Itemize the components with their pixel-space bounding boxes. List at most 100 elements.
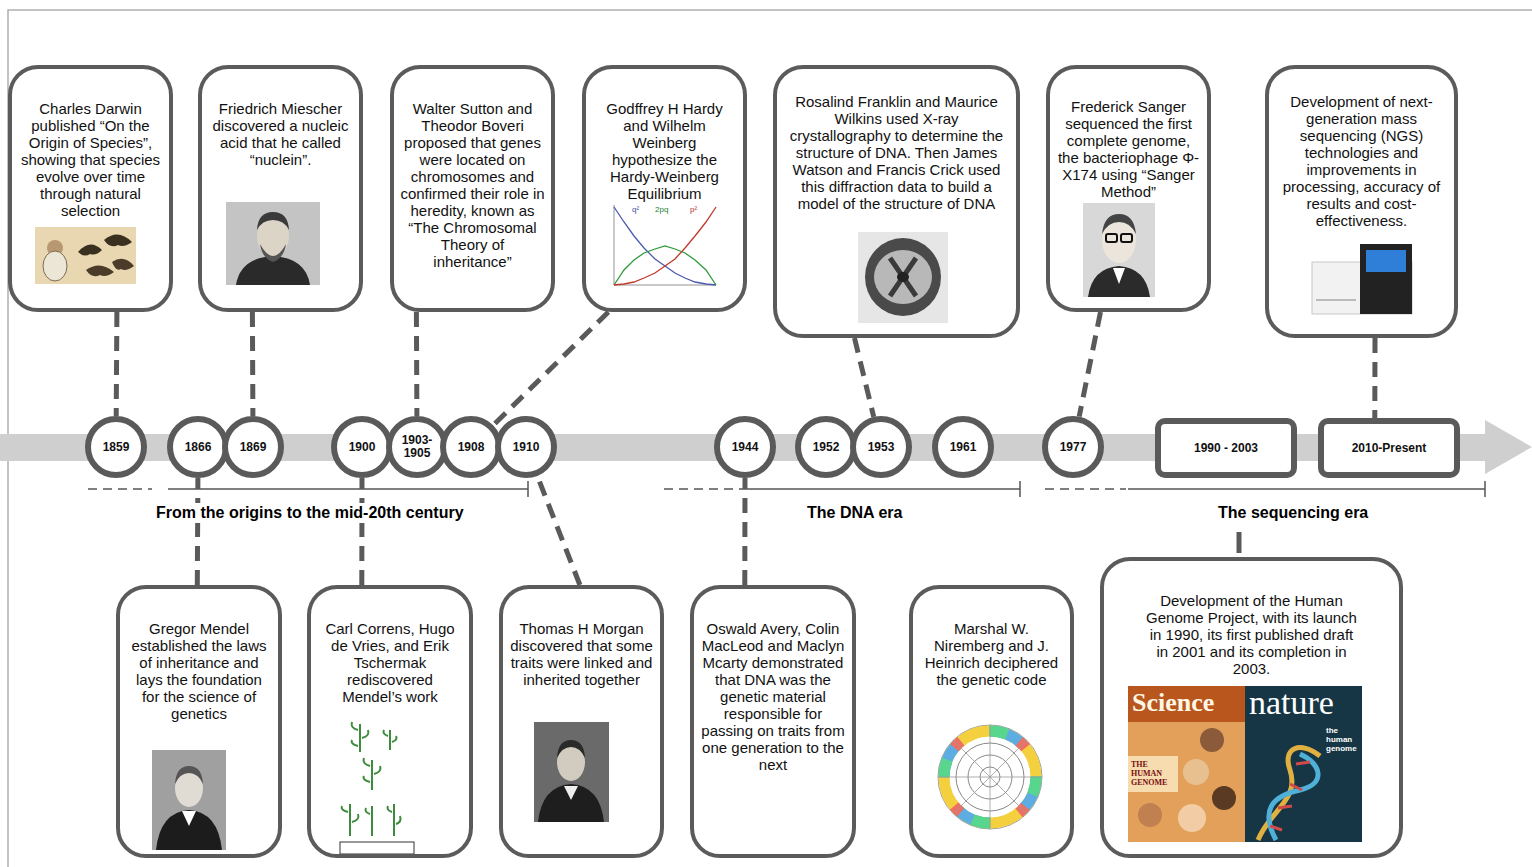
event-text: Walter Sutton and Theodor Boveri propose… bbox=[394, 100, 551, 270]
portrait-beard bbox=[260, 244, 286, 262]
event-box: Development of next-generation mass sequ… bbox=[1265, 65, 1458, 338]
bat-wing bbox=[86, 265, 114, 276]
portrait-glasses bbox=[1121, 234, 1132, 242]
year-circle: 1910 bbox=[495, 416, 557, 478]
event-box: Godffrey H Hardy and Wilhelm Weinberg hy… bbox=[582, 65, 747, 312]
xray-ring bbox=[874, 250, 932, 304]
year-text: 1903- 1905 bbox=[393, 434, 441, 460]
miescher-portrait bbox=[226, 202, 320, 285]
event-box: Charles Darwin published “On the Origin … bbox=[8, 65, 173, 312]
event-text: Marshal W. Niremberg and J. Heinrich dec… bbox=[913, 620, 1070, 688]
year-text: 1859 bbox=[103, 441, 130, 454]
year-text: 1952 bbox=[813, 441, 840, 454]
darwin-picture bbox=[35, 227, 136, 284]
event-box: Thomas H Morgan discovered that some tra… bbox=[499, 585, 664, 858]
cover-face bbox=[1183, 759, 1209, 785]
xray-cross bbox=[890, 258, 916, 296]
year-circle: 1952 bbox=[795, 416, 857, 478]
chart-legend: 2pq bbox=[655, 205, 668, 214]
cover-title-panel bbox=[1128, 756, 1178, 792]
year-period-box: 2010-Present bbox=[1318, 418, 1460, 478]
dashed-connector bbox=[537, 476, 580, 585]
cover-masthead: nature bbox=[1249, 684, 1334, 722]
event-text: Frederick Sanger sequenced the first com… bbox=[1050, 98, 1207, 200]
portrait-hair bbox=[257, 212, 289, 230]
cover-helix bbox=[1269, 754, 1318, 840]
year-text: 2010-Present bbox=[1352, 442, 1427, 455]
year-circle: 1903- 1905 bbox=[386, 416, 448, 478]
year-text: 1900 bbox=[349, 441, 376, 454]
year-text: 1990 - 2003 bbox=[1194, 442, 1258, 455]
year-circle: 1944 bbox=[714, 416, 776, 478]
codon-wheel bbox=[938, 725, 1042, 829]
timeline-arrowhead bbox=[1485, 420, 1532, 474]
event-text: Charles Darwin published “On the Origin … bbox=[12, 100, 169, 219]
codon-dividers bbox=[938, 725, 1042, 829]
year-text: 1869 bbox=[240, 441, 267, 454]
curve-q2 bbox=[614, 207, 716, 285]
portrait-beard bbox=[43, 251, 67, 281]
sequencer-slot bbox=[1316, 299, 1356, 301]
year-circle: 1953 bbox=[850, 416, 912, 478]
era-label: The DNA era bbox=[803, 503, 906, 523]
cover-face bbox=[1178, 804, 1206, 832]
xray-center bbox=[897, 272, 909, 282]
chart-ground bbox=[606, 201, 724, 293]
year-circle: 1961 bbox=[932, 416, 994, 478]
mendel-portrait bbox=[152, 750, 226, 850]
event-text: Thomas H Morgan discovered that some tra… bbox=[503, 620, 660, 688]
xray-picture bbox=[858, 232, 948, 323]
cover-face bbox=[1200, 728, 1224, 752]
bat-wing bbox=[104, 234, 132, 246]
year-text: 1944 bbox=[732, 441, 759, 454]
dashed-connector bbox=[855, 338, 874, 417]
chart-legend: p² bbox=[690, 205, 697, 214]
year-circle: 1977 bbox=[1042, 416, 1104, 478]
year-text: 1961 bbox=[950, 441, 977, 454]
year-circle: 1900 bbox=[331, 416, 393, 478]
portrait-collar bbox=[564, 786, 578, 800]
era-label: The sequencing era bbox=[1214, 503, 1372, 523]
dashed-connector bbox=[1079, 312, 1100, 417]
pea-drawing bbox=[335, 722, 418, 858]
dashed-connector bbox=[114, 312, 120, 416]
leader-line bbox=[1237, 532, 1242, 553]
portrait-hair bbox=[175, 766, 203, 784]
year-text: 1953 bbox=[868, 441, 895, 454]
year-circle: 1869 bbox=[222, 416, 284, 478]
event-box: Oswald Avery, Colin MacLeod and Maclyn M… bbox=[690, 585, 856, 858]
cover-title: THE HUMAN GENOME bbox=[1131, 760, 1177, 787]
portrait-collar bbox=[1113, 268, 1125, 284]
event-text: Development of next-generation mass sequ… bbox=[1269, 93, 1454, 229]
event-box: Walter Sutton and Theodor Boveri propose… bbox=[390, 65, 555, 312]
morgan-portrait bbox=[534, 722, 609, 822]
year-circle: 1866 bbox=[167, 416, 229, 478]
sequencer-screen bbox=[1366, 250, 1406, 272]
dashed-connector bbox=[742, 478, 747, 585]
cover-helix bbox=[1258, 748, 1320, 840]
science-cover bbox=[1128, 686, 1245, 842]
cover-face bbox=[1212, 786, 1236, 810]
cover-masthead bbox=[1128, 686, 1245, 722]
event-text: Rosalind Franklin and Maurice Wilkins us… bbox=[777, 93, 1016, 212]
sequencer-panel bbox=[1360, 244, 1412, 314]
year-circle: 1908 bbox=[440, 416, 502, 478]
year-circle: 1859 bbox=[85, 416, 147, 478]
event-text: Development of the Human Genome Project,… bbox=[1104, 592, 1399, 677]
portrait-hair bbox=[557, 740, 585, 758]
event-box: Friedrich Miescher discovered a nucleic … bbox=[198, 65, 363, 312]
chart-legend: q² bbox=[632, 205, 639, 214]
year-text: 1908 bbox=[458, 441, 485, 454]
event-text: Carl Correns, Hugo de Vries, and Erik Ts… bbox=[311, 620, 469, 705]
event-box: Frederick Sanger sequenced the first com… bbox=[1046, 65, 1211, 312]
year-text: 1866 bbox=[185, 441, 212, 454]
drawing-note-box bbox=[340, 842, 414, 854]
year-text: 1910 bbox=[513, 441, 540, 454]
event-text: Godffrey H Hardy and Wilhelm Weinberg hy… bbox=[586, 100, 743, 202]
portrait-collar bbox=[182, 811, 196, 826]
event-box: Rosalind Franklin and Maurice Wilkins us… bbox=[773, 65, 1020, 338]
era-label: From the origins to the mid-20th century bbox=[152, 503, 468, 523]
chart-axes bbox=[614, 205, 716, 285]
pea-plant bbox=[364, 758, 381, 790]
curve-p2 bbox=[614, 207, 716, 285]
